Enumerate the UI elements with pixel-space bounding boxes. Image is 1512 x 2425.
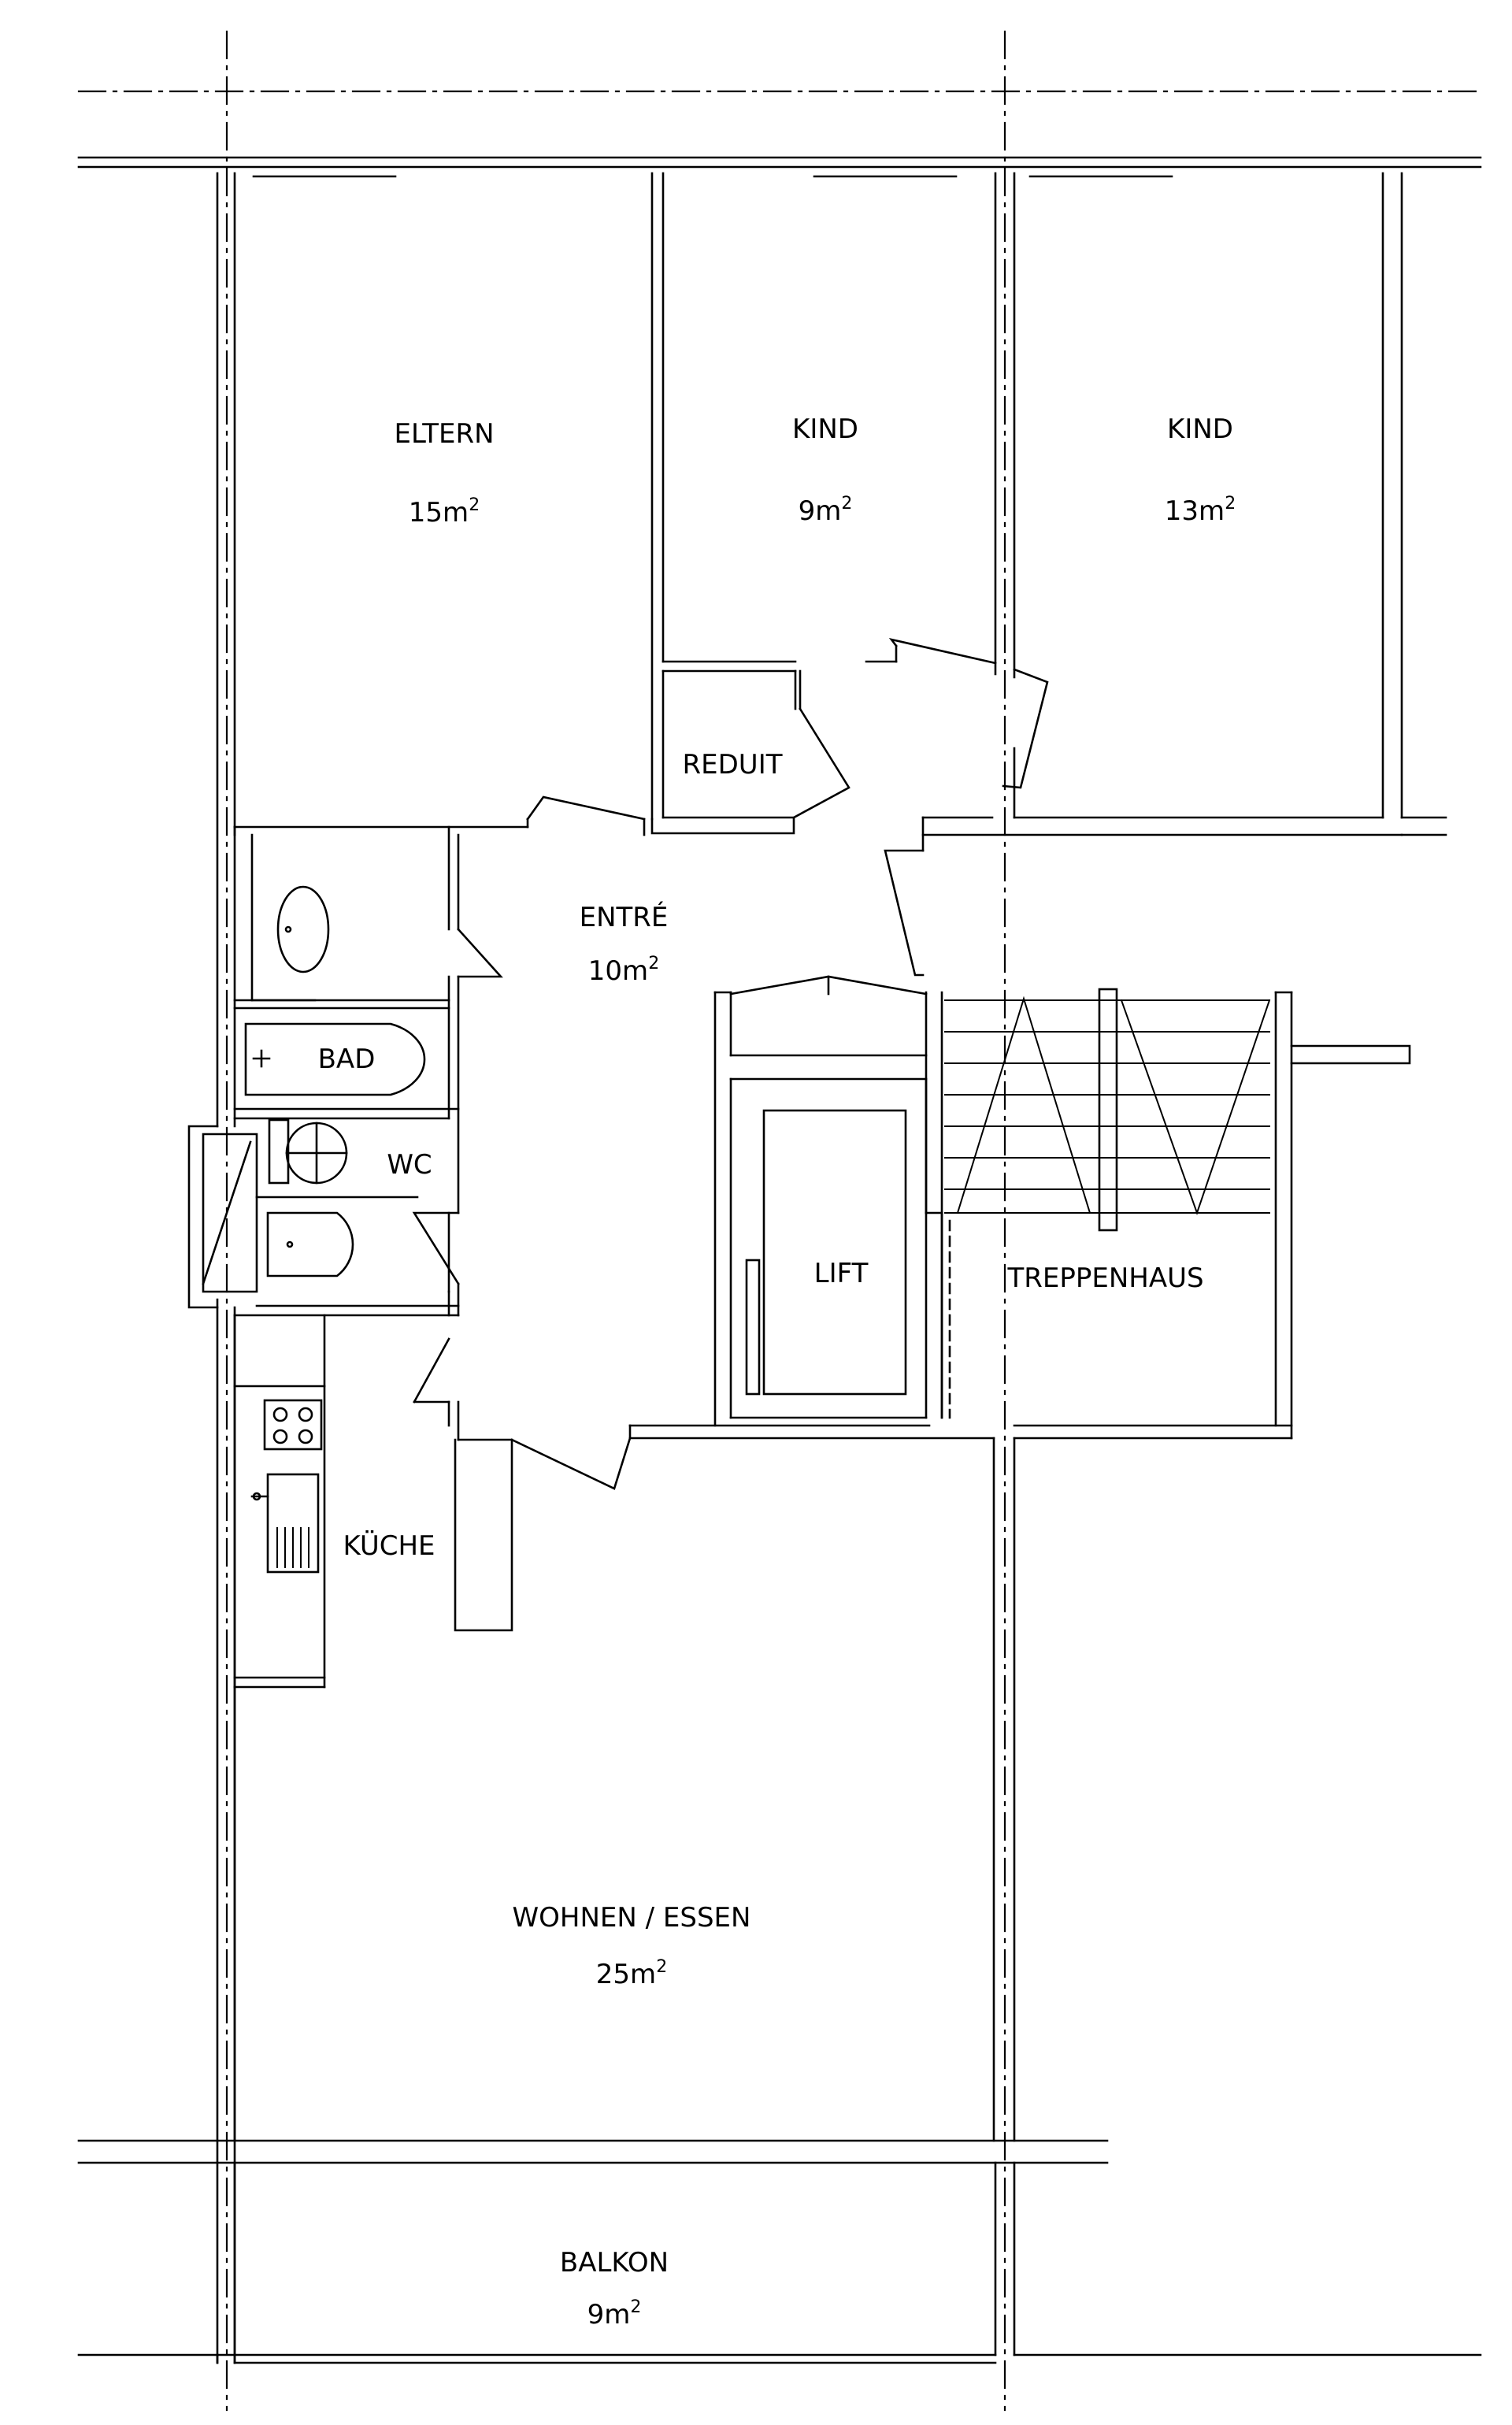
room-area-wohnen: 25m2 [596, 1957, 667, 1990]
washbasin-icon [276, 885, 330, 973]
axis-lines [77, 30, 1482, 2412]
room-name-treppenhaus: TREPPENHAUS [1006, 1263, 1203, 1294]
room-name-kind-2: KIND [1167, 413, 1233, 445]
room-area-kind-2: 13m2 [1165, 494, 1236, 527]
room-name-eltern: ELTERN [394, 418, 494, 450]
room-name-kueche: KÜCHE [343, 1530, 435, 1562]
facade-top [77, 156, 1482, 178]
room-name-balkon: BALKON [560, 2247, 669, 2279]
room-area-balkon: 9m2 [587, 2297, 642, 2330]
sink-icon [266, 1211, 354, 1277]
room-labels: ELTERN 15m2 KIND 9m2 KIND 13m2 REDUIT EN… [318, 413, 1236, 2330]
room-name-lift: LIFT [814, 1258, 869, 1289]
room-name-bad: BAD [318, 1044, 376, 1075]
room-name-kind-1: KIND [792, 413, 858, 445]
room-name-reduit: REDUIT [683, 749, 783, 781]
room-area-entre: 10m2 [588, 954, 659, 987]
room-area-eltern: 15m2 [409, 495, 480, 528]
stove-icon [263, 1399, 323, 1451]
bathtub-icon [244, 1022, 426, 1096]
fixtures [244, 885, 426, 1574]
kitchen-sink-icon [266, 1473, 320, 1574]
room-name-wc: WC [387, 1149, 432, 1181]
room-name-wohnen: WOHNEN / ESSEN [513, 1902, 751, 1934]
doors [412, 637, 1049, 1490]
stair [944, 988, 1271, 1232]
living-balcony [77, 1685, 1482, 2364]
room-name-entre: ENTRÉ [580, 901, 669, 933]
room-area-kind-1: 9m2 [799, 494, 853, 527]
